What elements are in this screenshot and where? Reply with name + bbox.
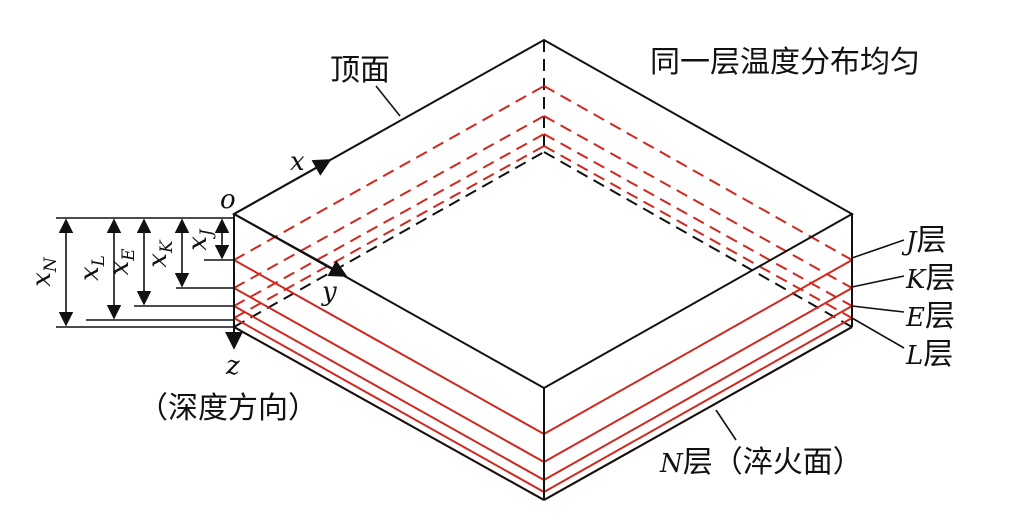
dim-label-xL: xL <box>75 255 109 281</box>
top-face-label: 顶面 <box>330 53 390 88</box>
x-axis-label: x <box>290 147 305 177</box>
origin-label: o <box>220 185 236 215</box>
layer-label-N-quench-face: N层（淬火面） <box>659 445 863 480</box>
depth-dimensions: xN xL xE xK xJ <box>27 217 234 328</box>
svg-text:xK: xK <box>143 239 177 268</box>
dim-label-xJ: xJ <box>183 228 217 251</box>
dim-label-xE: xE <box>105 248 139 276</box>
z-axis-label: z <box>225 351 240 381</box>
hidden-edges <box>233 40 853 328</box>
uniform-temperature-label: 同一层温度分布均匀 <box>650 45 920 80</box>
layer-label-J: J层 <box>901 223 946 258</box>
dim-label-xK: xK <box>143 239 177 268</box>
x-axis-arrow <box>233 159 332 215</box>
block-edges <box>231 38 855 501</box>
dim-label-xN: xN <box>27 256 61 287</box>
layer-label-E: E层 <box>905 299 955 334</box>
svg-text:xN: xN <box>27 256 61 287</box>
depth-direction-label: （深度方向） <box>138 391 318 426</box>
axes: o x y z <box>220 147 348 381</box>
leader-lines <box>375 85 905 441</box>
y-axis-arrow <box>233 213 348 277</box>
svg-text:xL: xL <box>75 255 109 281</box>
svg-text:xE: xE <box>105 248 139 276</box>
svg-text:xJ: xJ <box>183 228 217 251</box>
layer-label-L: L层 <box>905 337 953 372</box>
y-axis-label: y <box>321 277 337 307</box>
layer-label-K: K层 <box>905 261 955 296</box>
